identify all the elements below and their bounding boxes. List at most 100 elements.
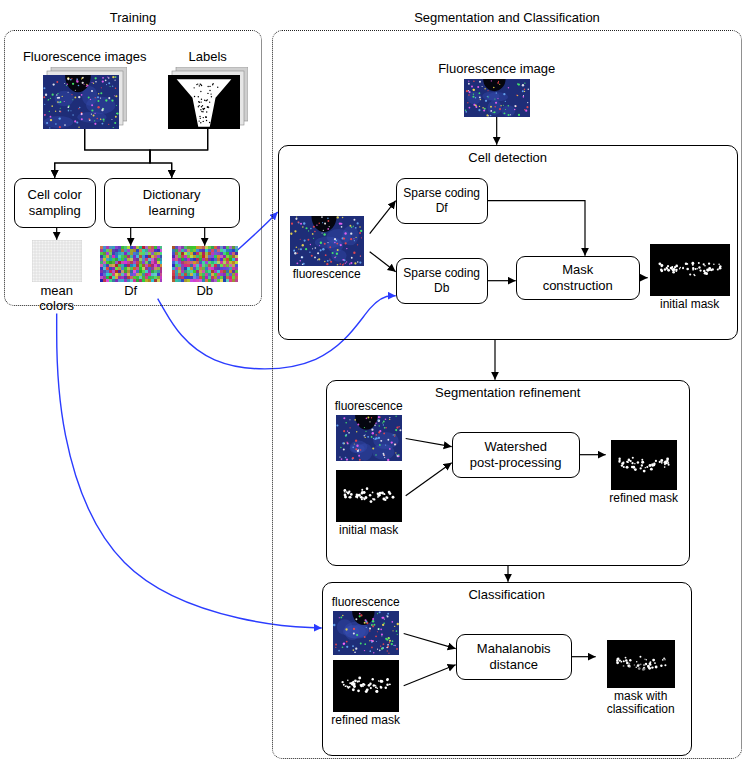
atom-cell (100, 276, 103, 279)
cell-dot (327, 220, 329, 222)
atom-cell (181, 261, 184, 264)
cell-dot (385, 445, 386, 446)
atom-cell (127, 252, 130, 255)
cell-dot (68, 109, 69, 110)
atom-cell (235, 252, 238, 255)
mask-dot (375, 690, 378, 693)
cell-dot (112, 85, 113, 86)
atom-cell (148, 276, 151, 279)
cell-dot (78, 108, 79, 109)
image-ground (464, 79, 530, 117)
mask-dot (675, 268, 677, 270)
mask-dot (361, 490, 363, 492)
cell-dot (100, 87, 101, 88)
atom-cell (202, 249, 205, 252)
atom-cell (220, 273, 223, 276)
atom-cell (199, 258, 202, 261)
atom-cell (127, 273, 130, 276)
cell-dot (345, 435, 347, 437)
cell-dot (95, 81, 97, 83)
atom-cell (217, 276, 220, 279)
cell-dot (365, 418, 367, 420)
atom-cell (223, 264, 226, 267)
atom-cell (157, 279, 160, 282)
mask-dot (702, 263, 704, 265)
image-panel: initial mask (332, 470, 406, 538)
mask-dot (664, 466, 666, 468)
atom-cell (172, 258, 175, 261)
mask-dot (658, 262, 661, 265)
tissue-glow (315, 236, 342, 248)
connector-arrow (507, 566, 508, 582)
atom-cell (151, 270, 154, 273)
mask-dot (679, 266, 680, 267)
image-ground (336, 415, 402, 461)
label-dot (201, 84, 202, 85)
mask-dot (631, 456, 633, 458)
cell-dot (392, 631, 393, 632)
label-dot (196, 84, 197, 85)
atom-cell (208, 258, 211, 261)
atom-cell (154, 249, 157, 252)
cell-dot (91, 82, 92, 83)
atom-cell (187, 246, 190, 249)
cell-dot (79, 106, 80, 107)
cell-dot (356, 432, 357, 433)
atom-cell (223, 252, 226, 255)
mask-dot (706, 268, 709, 271)
mask-dot (380, 680, 383, 683)
atom-cell (202, 252, 205, 255)
atom-cell (100, 279, 103, 282)
atom-cell (160, 258, 162, 261)
cell-dot (345, 423, 347, 425)
cell-dot (523, 95, 524, 96)
atom-cell (175, 270, 178, 273)
label-dot (199, 117, 200, 118)
cell-dot (372, 640, 374, 642)
group-title: Segmentation and Classification (273, 10, 741, 25)
atom-cell (106, 270, 109, 273)
atom-cell (232, 273, 235, 276)
cell-dot (102, 107, 103, 108)
atom-cell (199, 279, 202, 282)
atom-cell (130, 246, 133, 249)
mask-dot (371, 491, 373, 493)
mask-dot (358, 676, 361, 679)
cell-dot (81, 81, 83, 83)
mask-dot (356, 496, 358, 498)
atom-cell (136, 255, 139, 258)
cell-dot (390, 643, 392, 645)
atom-cell (211, 276, 214, 279)
atom-cell (199, 270, 202, 273)
atom-cell (121, 264, 124, 267)
atom-cell (151, 255, 154, 258)
cell-dot (321, 232, 322, 233)
atom-cell (124, 258, 127, 261)
cell-dot (340, 223, 342, 225)
atom-cell (211, 261, 214, 264)
mask-dot (637, 663, 640, 666)
atom-cell (130, 258, 133, 261)
cell-dot (322, 222, 323, 223)
atom-cell (112, 273, 115, 276)
image-thumbnail (607, 640, 675, 688)
atom-cell (118, 255, 121, 258)
mask-ground (650, 244, 730, 296)
cell-dot (468, 106, 470, 108)
atom-cell (205, 252, 208, 255)
cell-dot (293, 249, 295, 251)
cell-dot (396, 634, 397, 635)
cell-dot (85, 85, 86, 86)
atom-cell (103, 258, 106, 261)
cell-dot (293, 250, 295, 252)
label-dot (198, 120, 199, 121)
cell-dot (386, 616, 388, 618)
atom-cell (214, 264, 217, 267)
ventricle-shape (65, 75, 91, 92)
cell-dot (478, 92, 480, 94)
atom-cell (184, 273, 187, 276)
cell-dot (83, 83, 84, 84)
connector-arrow (488, 280, 516, 281)
box-label: Mahalanobis distance (474, 641, 554, 672)
cell-dot (351, 226, 352, 227)
